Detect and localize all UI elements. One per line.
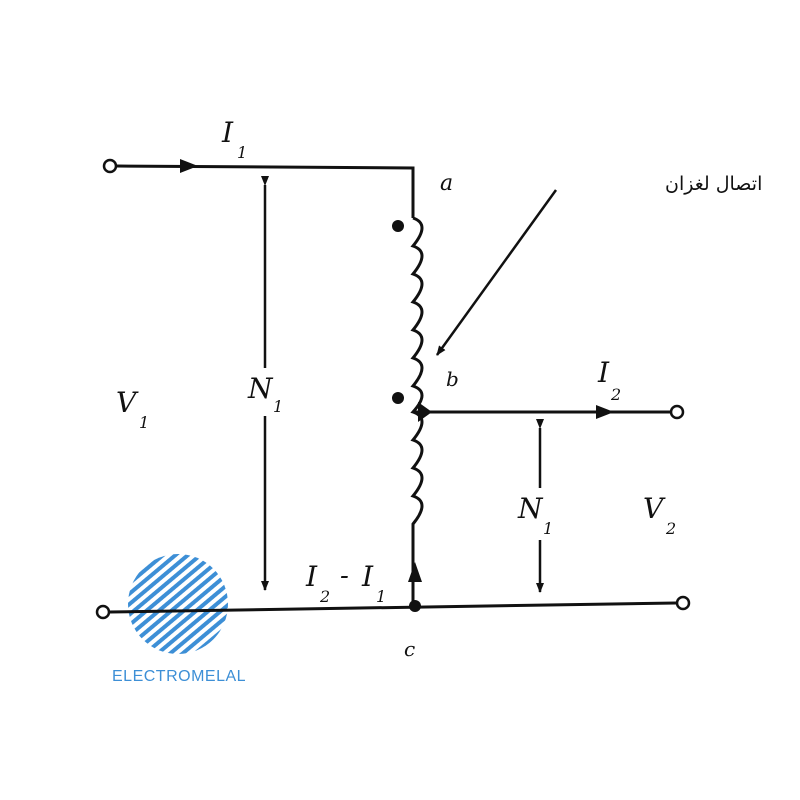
label-v1: V [116, 386, 139, 419]
winding-coil [410, 216, 424, 603]
input-top-wire [116, 164, 415, 218]
common-bottom-wire [109, 601, 677, 614]
junction-c [409, 600, 421, 612]
polarity-dot-bottom [392, 392, 404, 404]
polarity-dot-top [392, 220, 404, 232]
input-terminal-bottom [95, 604, 111, 620]
logo-text: ELECTROMELAL [112, 668, 247, 685]
sliding-contact-label: اتصال لغزان [665, 173, 762, 195]
node-b-label: b [446, 367, 459, 391]
label-v2-sub: 2 [665, 519, 676, 538]
label-v1-sub: 1 [139, 413, 149, 432]
current-arrow-i1 [180, 159, 198, 173]
label-i2-i1-b-sub: 1 [376, 587, 386, 606]
label-n1-right-sub: 1 [543, 519, 553, 538]
label-v2: V [643, 492, 666, 525]
current-arrow-i2-i1 [408, 562, 422, 582]
sliding-contact-pointer [435, 189, 558, 356]
output-terminal-bottom [675, 595, 691, 611]
label-i1-sub: 1 [237, 143, 247, 162]
current-arrow-i2 [596, 405, 614, 419]
label-i2-i1-a-sub: 2 [319, 587, 330, 606]
label-n1-left: N [247, 372, 274, 405]
label-i1: I [221, 116, 234, 149]
label-i2-i1-b: I [361, 560, 374, 593]
label-i2: I [597, 356, 610, 389]
input-terminal-top [102, 158, 118, 174]
label-i2-i1-minus: - [340, 561, 349, 591]
electromelal-logo-icon [128, 554, 228, 654]
label-i2-i1-a: I [305, 560, 318, 593]
label-n1-right: N [517, 492, 544, 525]
node-c-label: c [404, 637, 415, 661]
label-n1-left-sub: 1 [273, 397, 283, 416]
junction-b [418, 402, 432, 422]
output-terminal-top [669, 404, 685, 420]
node-a-label: a [440, 171, 453, 196]
label-i2-sub: 2 [610, 385, 621, 404]
